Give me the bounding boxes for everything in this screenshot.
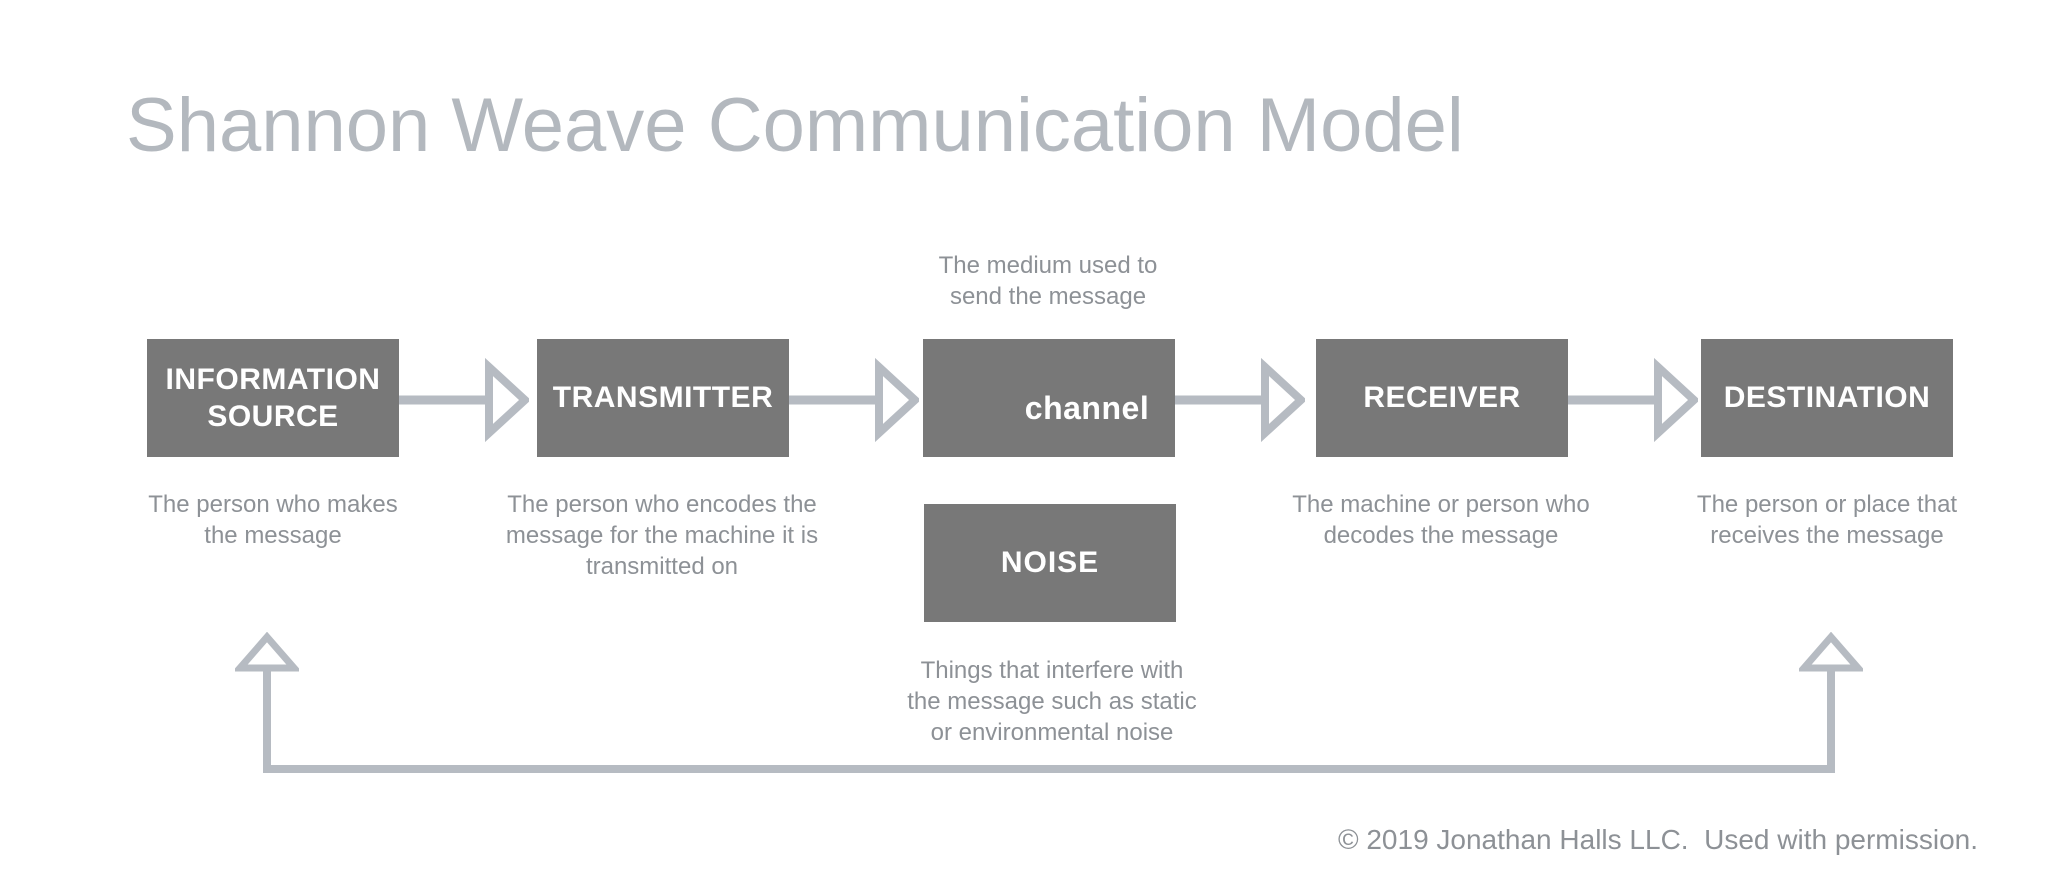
node-channel: channel [923, 339, 1175, 457]
arrow-transmitter-to-channel-icon [789, 358, 919, 442]
node-information-source-label: INFORMATION SOURCE [165, 362, 381, 434]
node-noise: NOISE [924, 504, 1176, 622]
node-transmitter-label: TRANSMITTER [552, 381, 774, 415]
node-destination-label: DESTINATION [1723, 381, 1931, 415]
node-noise-label: NOISE [1000, 546, 1100, 580]
feedback-line-left [263, 664, 271, 773]
caption-receiver: The machine or person who decodes the me… [1292, 491, 1590, 549]
caption-destination: The person or place that receives the me… [1696, 491, 1958, 549]
node-transmitter: TRANSMITTER [537, 339, 789, 457]
feedback-line-right [1827, 664, 1835, 773]
node-channel-label: channel [1024, 390, 1150, 426]
caption-information-source: The person who makes the message [148, 491, 398, 549]
caption-noise: Things that interfere with the message s… [907, 657, 1197, 746]
node-destination: DESTINATION [1701, 339, 1953, 457]
caption-transmitter: The person who encodes the message for t… [505, 491, 819, 580]
feedback-arrow-up-right-icon [1799, 632, 1863, 672]
feedback-arrow-up-left-icon [235, 632, 299, 672]
arrow-source-to-transmitter-icon [399, 358, 529, 442]
copyright-notice: © 2019 Jonathan Halls LLC. Used with per… [1337, 824, 1978, 855]
arrow-channel-to-receiver-icon [1175, 358, 1305, 442]
node-information-source: INFORMATION SOURCE [147, 339, 399, 457]
node-receiver-label: RECEIVER [1363, 381, 1521, 415]
feedback-line [263, 765, 1835, 773]
arrow-receiver-to-destination-icon [1568, 358, 1698, 442]
page-title: Shannon Weave Communication Model [126, 83, 1464, 168]
node-receiver: RECEIVER [1316, 339, 1568, 457]
channel-note: The medium used to send the message [938, 252, 1158, 310]
